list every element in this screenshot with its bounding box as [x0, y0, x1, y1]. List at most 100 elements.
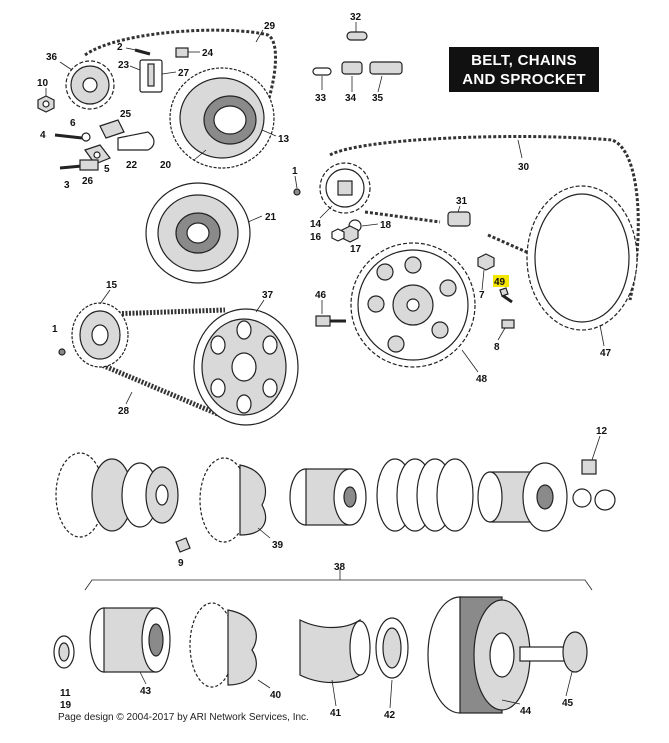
callout-21[interactable]: 21 [265, 212, 277, 223]
callout-27[interactable]: 27 [178, 68, 190, 79]
bracket-5[interactable] [84, 144, 111, 165]
callout-34[interactable]: 34 [345, 93, 357, 104]
callout-3[interactable]: 3 [64, 180, 70, 191]
pin-9[interactable] [175, 537, 191, 553]
callout-1-left[interactable]: 1 [52, 324, 58, 335]
link-34[interactable] [341, 61, 363, 75]
seal-11[interactable] [53, 635, 75, 669]
plate-24[interactable] [175, 47, 189, 58]
callout-2[interactable]: 2 [117, 42, 123, 53]
spring-pack[interactable] [376, 458, 474, 532]
bolt-3[interactable] [59, 164, 83, 170]
engine-sprocket-36[interactable] [65, 60, 115, 110]
ring-42[interactable] [375, 617, 409, 679]
engine-pulley-15[interactable] [71, 302, 129, 368]
plug-12[interactable] [581, 459, 597, 475]
callout-12[interactable]: 12 [596, 426, 608, 437]
bolt-8[interactable] [501, 319, 515, 329]
bolt-45[interactable] [519, 631, 588, 673]
callout-11[interactable]: 11 [60, 688, 71, 699]
callout-4[interactable]: 4 [40, 130, 46, 141]
callout-16[interactable]: 16 [310, 232, 322, 243]
primary-belt-28[interactable] [79, 307, 226, 418]
bolt-4[interactable] [54, 133, 83, 140]
nut-16[interactable] [331, 228, 345, 242]
callout-30[interactable]: 30 [518, 162, 530, 173]
callout-6[interactable]: 6 [70, 118, 76, 129]
block-25[interactable] [99, 119, 125, 139]
drum-44[interactable] [427, 596, 531, 714]
callout-46[interactable]: 46 [315, 290, 327, 301]
transmission-sprocket-14[interactable] [319, 162, 371, 214]
drum-assembly[interactable] [477, 462, 568, 532]
callout-10[interactable]: 10 [37, 78, 49, 89]
callout-23[interactable]: 23 [118, 60, 130, 71]
secondary-chain-30[interactable] [329, 134, 640, 301]
gear-cluster-left[interactable] [55, 452, 179, 538]
clutch-pulley-37[interactable] [193, 308, 299, 426]
bolt-2[interactable] [134, 48, 151, 56]
callout-42[interactable]: 42 [384, 710, 396, 721]
adjuster-26[interactable] [79, 159, 99, 171]
cone-41[interactable] [299, 618, 371, 684]
callout-18[interactable]: 18 [380, 220, 392, 231]
callout-33[interactable]: 33 [315, 93, 327, 104]
washer-6[interactable] [81, 132, 91, 142]
callout-29[interactable]: 29 [264, 21, 276, 32]
callout-1-top[interactable]: 1 [292, 166, 298, 177]
callout-41[interactable]: 41 [330, 708, 342, 719]
callout-24[interactable]: 24 [202, 48, 214, 59]
callout-32[interactable]: 32 [350, 12, 362, 23]
clutch-hub-21[interactable] [145, 182, 251, 284]
callout-25[interactable]: 25 [120, 109, 132, 120]
callout-38[interactable]: 38 [334, 562, 346, 573]
callout-43[interactable]: 43 [140, 686, 152, 697]
callout-19[interactable]: 19 [60, 700, 72, 711]
callout-48[interactable]: 48 [476, 374, 488, 385]
callout-49[interactable]: 49 [494, 277, 506, 288]
callout-5[interactable]: 5 [104, 164, 110, 175]
callout-47[interactable]: 47 [600, 348, 612, 359]
callout-40[interactable]: 40 [270, 690, 282, 701]
callout-26[interactable]: 26 [82, 176, 94, 187]
washer-ring-b[interactable] [594, 489, 616, 511]
chain-link-31[interactable] [447, 211, 471, 227]
callout-7[interactable]: 7 [479, 290, 485, 301]
offset-link-35[interactable] [369, 61, 403, 75]
callout-22[interactable]: 22 [126, 160, 138, 171]
bolt-49[interactable] [499, 287, 513, 304]
callout-20[interactable]: 20 [160, 160, 172, 171]
callout-28[interactable]: 28 [118, 406, 130, 417]
hub-center[interactable] [289, 468, 367, 526]
nut-10[interactable] [37, 95, 55, 113]
ring-sprocket-47[interactable] [526, 185, 638, 331]
pad-22[interactable] [117, 131, 155, 151]
callout-17[interactable]: 17 [350, 244, 362, 255]
callout-36[interactable]: 36 [46, 52, 58, 63]
callout-13[interactable]: 13 [278, 134, 290, 145]
callout-14[interactable]: 14 [310, 219, 322, 230]
callout-37[interactable]: 37 [262, 290, 274, 301]
bolt-1-left[interactable] [58, 348, 66, 356]
leader-lines [45, 22, 605, 709]
rear-sprocket-48[interactable] [350, 242, 476, 368]
callout-8[interactable]: 8 [494, 342, 500, 353]
callout-15[interactable]: 15 [106, 280, 118, 291]
link-plate-33[interactable] [312, 67, 332, 76]
callout-31[interactable]: 31 [456, 196, 468, 207]
nut-7[interactable] [477, 253, 495, 271]
master-link-32[interactable] [346, 31, 368, 41]
callout-39[interactable]: 39 [272, 540, 284, 551]
gear-39[interactable] [199, 457, 267, 543]
callout-35[interactable]: 35 [372, 93, 384, 104]
hub-43[interactable] [89, 607, 171, 673]
clutch-shell-13[interactable] [169, 67, 275, 169]
bracket-23[interactable] [139, 59, 163, 93]
callout-44[interactable]: 44 [520, 706, 532, 717]
washer-ring-a[interactable] [572, 488, 592, 508]
gear-40[interactable] [189, 602, 257, 688]
bolt-1-top[interactable] [293, 188, 301, 196]
callout-45[interactable]: 45 [562, 698, 574, 709]
callout-9[interactable]: 9 [178, 558, 184, 569]
bolt-46[interactable] [315, 315, 346, 327]
